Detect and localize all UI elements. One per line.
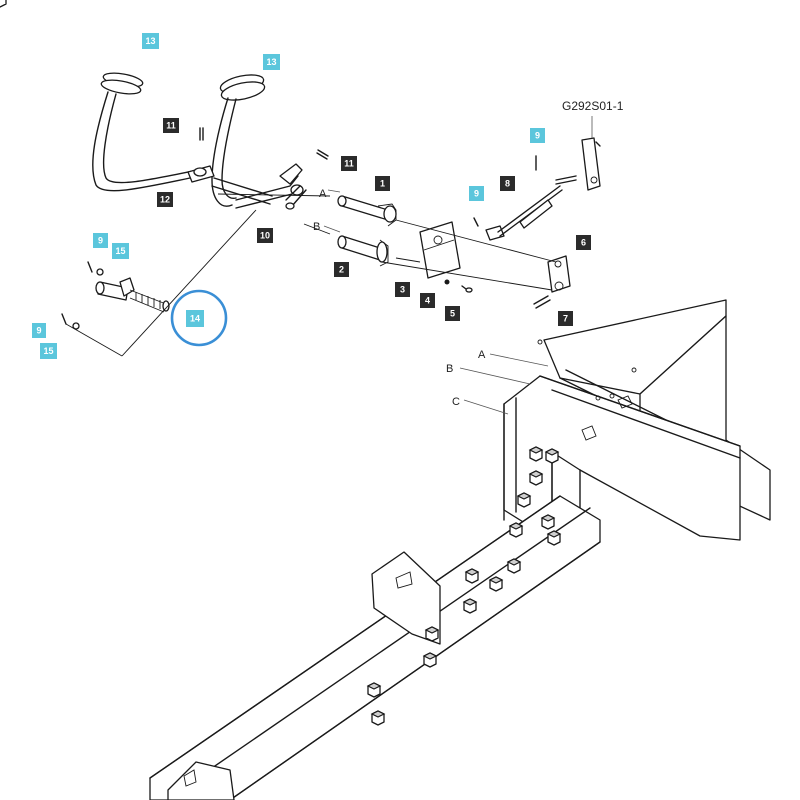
shaft-letter-b: B (313, 221, 320, 233)
callout-9: 9 (530, 128, 545, 143)
nut-4 (444, 279, 450, 285)
shaft-letter-a: A (319, 188, 327, 200)
bolt-5 (461, 285, 473, 293)
callout-9: 9 (469, 186, 484, 201)
callout-number: 15 (115, 246, 125, 256)
callout-box (558, 311, 573, 326)
callout-box (445, 306, 460, 321)
callout-box (163, 118, 179, 133)
callout-box (469, 186, 484, 201)
callout-number: 11 (166, 121, 176, 131)
callout-2: 2 (334, 262, 349, 277)
callout-box (530, 128, 545, 143)
callout-number: 10 (260, 231, 270, 241)
callout-number: 12 (160, 195, 170, 205)
callout-box (40, 343, 57, 359)
drawing-code: G292S01-1 (562, 99, 624, 113)
callout-number: 9 (36, 326, 41, 336)
callout-8: 8 (500, 176, 515, 191)
callout-5: 5 (445, 306, 460, 321)
callout-box (142, 33, 159, 49)
callout-7: 7 (558, 311, 573, 326)
callout-10: 10 (257, 228, 273, 243)
shaft-2 (337, 235, 389, 267)
callout-box (341, 156, 357, 171)
pedal-assembly (92, 72, 329, 210)
callout-box (263, 54, 280, 70)
callout-number: 6 (581, 238, 586, 248)
frame-letter-a: A (478, 349, 486, 361)
callout-number: 9 (98, 236, 103, 246)
pin-9-spring-bottom (61, 313, 67, 325)
callout-number: 14 (190, 314, 200, 324)
callout-number: 4 (425, 296, 430, 306)
callout-12: 12 (157, 192, 173, 207)
callout-number: 13 (145, 36, 155, 46)
pin-9-spring-top (87, 261, 93, 273)
callout-14: 14 (186, 310, 204, 327)
mounting-plate-3 (419, 221, 461, 279)
callout-15: 15 (112, 243, 129, 259)
callout-box (93, 233, 108, 248)
callout-box (157, 192, 173, 207)
callout-3: 3 (395, 282, 410, 297)
right-pedal-pad (219, 74, 266, 101)
highlight-circle-14 (170, 289, 228, 347)
pin-9-rod (473, 217, 479, 227)
rod-8 (485, 137, 601, 241)
alignment-lines (65, 193, 557, 357)
callout-number: 7 (563, 314, 568, 324)
callout-4: 4 (420, 293, 435, 308)
callout-number: 13 (266, 57, 276, 67)
shaft-1 (337, 195, 397, 227)
callout-number: 11 (344, 159, 354, 169)
callout-number: 15 (43, 346, 53, 356)
callout-1: 1 (375, 176, 390, 191)
callout-15: 15 (40, 343, 57, 359)
callout-6: 6 (576, 235, 591, 250)
callout-box (395, 282, 410, 297)
washer-15-top (96, 268, 104, 276)
callout-box (334, 262, 349, 277)
callout-9: 9 (93, 233, 108, 248)
frame-letter-b: B (446, 363, 453, 375)
callout-number: 1 (380, 179, 385, 189)
callout-box (500, 176, 515, 191)
spring-14 (95, 277, 170, 313)
tractor-frame (149, 299, 771, 800)
callout-number: 9 (474, 189, 479, 199)
callout-box (576, 235, 591, 250)
callout-number: 3 (400, 285, 405, 295)
callout-number: 9 (535, 131, 540, 141)
callout-box (375, 176, 390, 191)
callout-box (186, 310, 204, 327)
frame-nuts (0, 0, 561, 726)
pin-11-right (317, 149, 329, 157)
callout-box (257, 228, 273, 243)
callout-number: 5 (450, 309, 455, 319)
callout-number: 8 (505, 179, 510, 189)
callout-box (112, 243, 129, 259)
frame-leaders (323, 116, 593, 415)
link-6 (547, 255, 571, 293)
callout-11: 11 (341, 156, 357, 171)
callout-box (32, 323, 46, 338)
callout-13: 13 (142, 33, 159, 49)
pin-7 (533, 295, 549, 305)
callout-box (420, 293, 435, 308)
washer-15-bottom (72, 322, 80, 330)
frame-letter-c: C (452, 396, 460, 408)
callout-9: 9 (32, 323, 46, 338)
callout-11: 11 (163, 118, 179, 133)
callout-number: 2 (339, 265, 344, 275)
callout-13: 13 (263, 54, 280, 70)
